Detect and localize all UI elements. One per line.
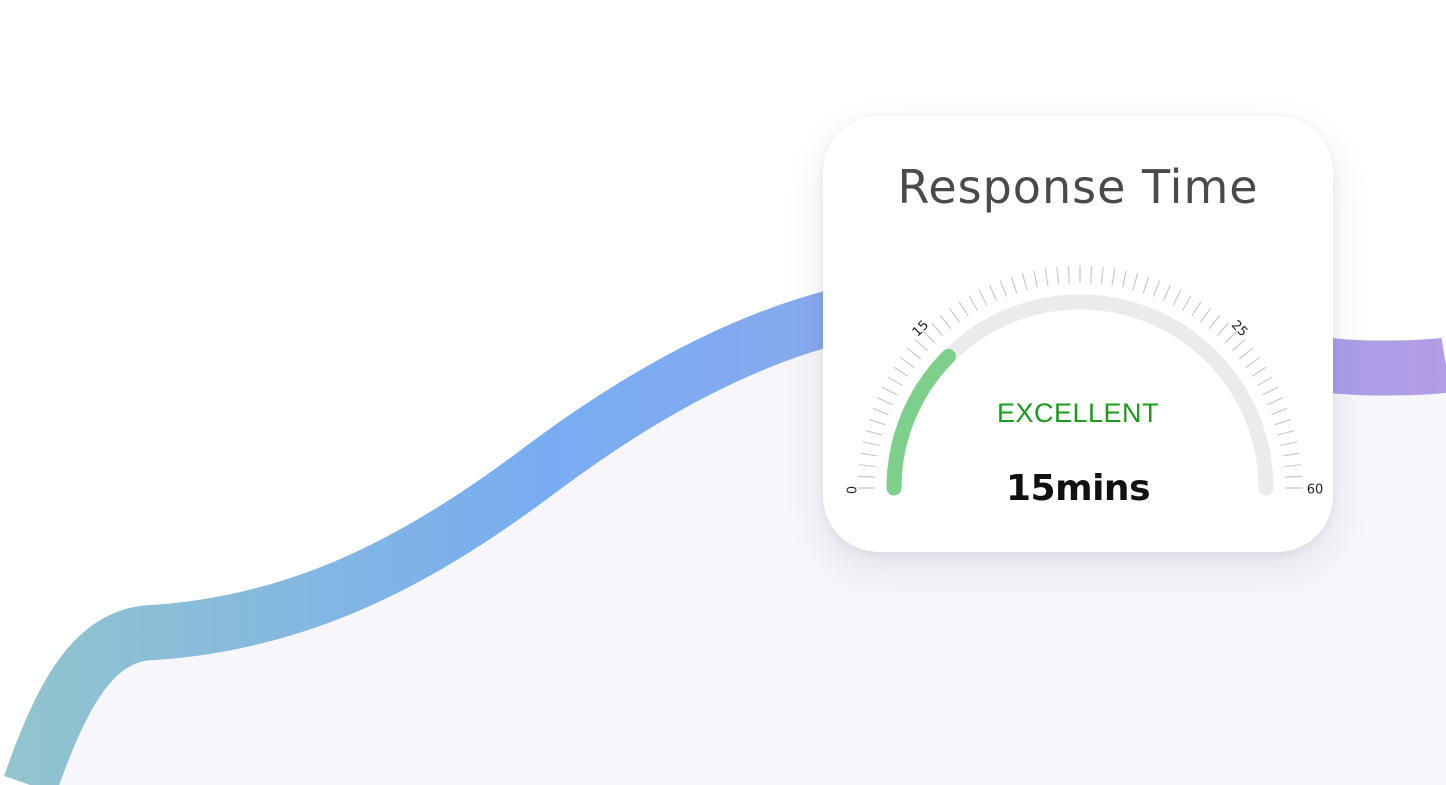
gauge-track bbox=[886, 294, 1274, 496]
response-time-value: 15mins bbox=[1005, 468, 1151, 509]
gauge-tick bbox=[1132, 273, 1139, 291]
gauge-tick bbox=[907, 347, 922, 360]
gauge-tick bbox=[1142, 276, 1150, 294]
gauge-tick bbox=[1271, 407, 1288, 416]
gauge-tick bbox=[968, 295, 979, 311]
gauge-tick bbox=[999, 280, 1008, 297]
gauge-tick bbox=[1033, 270, 1038, 288]
gauge-tick-marks bbox=[858, 266, 1302, 489]
gauge-tick bbox=[1216, 322, 1229, 337]
gauge-tick bbox=[922, 330, 936, 344]
gauge-tick bbox=[1152, 280, 1161, 297]
gauge-tick bbox=[900, 357, 915, 368]
gauge-tick bbox=[1267, 397, 1284, 406]
gauge-tick bbox=[989, 284, 998, 301]
gauge-tick bbox=[872, 407, 889, 416]
card-title: Response Time bbox=[897, 160, 1259, 214]
gauge-tick-label: 60 bbox=[1307, 483, 1324, 498]
gauge-tick bbox=[1056, 267, 1060, 285]
gauge-tick bbox=[1280, 441, 1298, 446]
gauge-tick bbox=[914, 339, 929, 352]
gauge-tick bbox=[1224, 330, 1238, 344]
gauge-tick bbox=[1251, 366, 1267, 377]
gauge-tick bbox=[1172, 289, 1182, 306]
gauge-tick bbox=[1090, 266, 1093, 284]
gauge-tick bbox=[1122, 270, 1127, 288]
gauge-tick bbox=[1245, 357, 1260, 368]
gauge-tick bbox=[865, 429, 883, 436]
gauge-tick bbox=[949, 308, 960, 323]
gauge-tick bbox=[1208, 315, 1221, 330]
gauge-tick bbox=[1111, 268, 1116, 286]
gauge-tick bbox=[860, 452, 878, 457]
gauge-tick bbox=[868, 418, 886, 426]
gauge-tick bbox=[1238, 347, 1253, 360]
gauge-tick bbox=[1277, 429, 1295, 436]
gauge-tick bbox=[1274, 418, 1292, 426]
gauge-tick bbox=[931, 322, 944, 337]
gauge-tick bbox=[858, 475, 876, 478]
gauge-tick bbox=[1282, 452, 1300, 457]
gauge-tick bbox=[887, 376, 903, 387]
gauge-tick bbox=[1231, 339, 1246, 352]
gauge-tick bbox=[1162, 284, 1171, 301]
gauge-tick bbox=[1044, 268, 1049, 286]
gauge-tick bbox=[958, 301, 969, 317]
gauge-tick bbox=[1067, 266, 1070, 284]
gauge-tick bbox=[1262, 386, 1279, 396]
gauge-tick bbox=[862, 441, 880, 446]
gauge-tick bbox=[859, 464, 877, 468]
gauge-tick bbox=[939, 315, 952, 330]
gauge-tick bbox=[1200, 308, 1211, 323]
status-label: EXCELLENT bbox=[996, 398, 1160, 428]
gauge-fill-arc bbox=[886, 348, 956, 496]
gauge-tick bbox=[881, 386, 898, 396]
gauge-tick bbox=[1257, 376, 1273, 387]
gauge-tick bbox=[1283, 464, 1301, 468]
gauge-tick bbox=[1021, 273, 1028, 291]
response-time-gauge: 0 15 25 60 bbox=[846, 266, 1324, 498]
response-time-card: Response Time 0 15 25 60 EXCELLENT 15min… bbox=[823, 116, 1333, 552]
gauge-tick bbox=[978, 289, 988, 306]
gauge-tick-label: 0 bbox=[846, 486, 861, 494]
gauge-tick bbox=[876, 397, 893, 406]
gauge-tick bbox=[1010, 276, 1018, 294]
gauge-tick bbox=[1284, 475, 1302, 478]
gauge-tick bbox=[893, 366, 909, 377]
gauge-tick bbox=[1181, 295, 1192, 311]
gauge-tick bbox=[1100, 267, 1104, 285]
gauge-tick bbox=[1191, 301, 1202, 317]
